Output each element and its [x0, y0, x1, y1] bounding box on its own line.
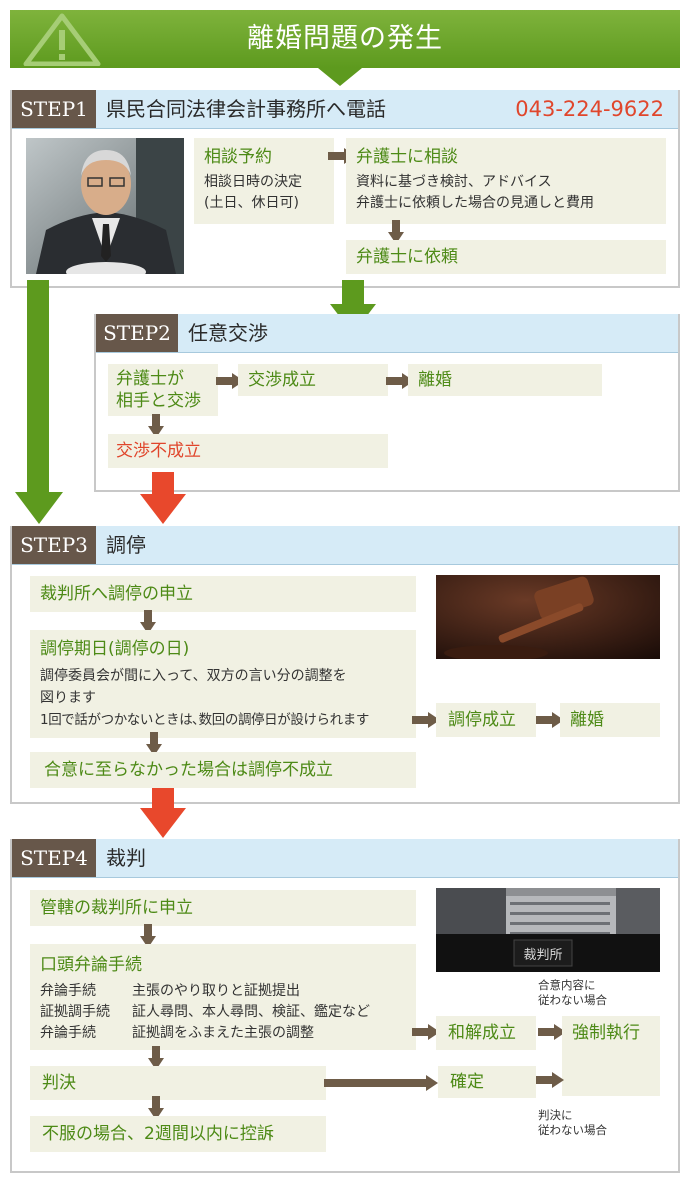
arrow-down-icon	[388, 220, 404, 244]
step1-header: STEP1 県民合同法律会計事務所へ電話 043-224-9622	[12, 90, 678, 129]
step2-title: 任意交渉	[188, 321, 268, 345]
appeal-box: 不服の場合、2週間以内に控訴	[30, 1116, 326, 1152]
lawyer-photo	[26, 138, 184, 274]
negotiation-success-label: 交渉成立	[248, 370, 316, 390]
negotiation-success-box: 交渉成立	[238, 364, 388, 396]
note-judgment: 従わない場合	[538, 1123, 607, 1137]
mediation-failure-box: 合意に至らなかった場合は調停不成立	[30, 752, 416, 788]
gavel-photo	[436, 575, 660, 659]
mediation-apply-box: 裁判所へ調停の申立	[30, 576, 416, 612]
appeal-label: 不服の場合、2週間以内に控訴	[42, 1124, 274, 1144]
page-title: 離婚問題の発生	[247, 23, 443, 54]
judgment-label: 判決	[42, 1073, 76, 1093]
negotiation-failure-box: 交渉不成立	[108, 434, 388, 468]
step1-label: STEP1	[12, 90, 96, 128]
lawyer-consult-title: 弁護士に相談	[356, 147, 458, 167]
negotiate-line: 弁護士が	[116, 369, 184, 389]
phone-number[interactable]: 043-224-9622	[515, 97, 664, 121]
court-sign: 裁判所	[523, 947, 562, 963]
step3-label: STEP3	[12, 526, 96, 564]
lawyer-consult-line: 弁護士に依頼した場合の見通しと費用	[356, 195, 594, 211]
arrow-right-icon	[538, 1024, 566, 1040]
arrow-right-icon	[412, 712, 440, 728]
oral-argument-title: 口頭弁論手続	[40, 955, 142, 975]
enforcement-box: 強制執行	[562, 1016, 660, 1096]
note-judgment: 判決に	[538, 1108, 573, 1122]
warning-icon	[23, 13, 101, 66]
consult-booking-title: 相談予約	[204, 147, 272, 167]
settlement-box: 和解成立	[436, 1016, 536, 1050]
step4-header: STEP4 裁判	[12, 839, 678, 878]
mediation-date-title: 調停期日(調停の日)	[40, 639, 190, 659]
arrow-down-icon	[148, 1046, 164, 1070]
mediation-date-line: 図ります	[40, 690, 96, 706]
arrow-down-icon	[140, 610, 156, 634]
arrow-down-icon	[148, 1096, 164, 1120]
header-banner: 離婚問題の発生	[10, 10, 680, 68]
lawyer-consult-line: 資料に基づき検討、アドバイス	[356, 174, 552, 190]
final-label: 確定	[450, 1072, 484, 1092]
consult-booking-line: (土日、休日可)	[204, 195, 299, 211]
step2-header: STEP2 任意交渉	[96, 314, 678, 353]
step1-title: 県民合同法律会計事務所へ電話	[106, 97, 386, 121]
arrow-right-icon	[536, 1072, 564, 1088]
mediation-success-box: 調停成立	[436, 703, 536, 737]
mediation-divorce-label: 離婚	[570, 710, 604, 730]
negotiate-box: 弁護士が 相手と交渉	[108, 364, 218, 416]
negotiate-line: 相手と交渉	[116, 391, 201, 411]
lawyer-consult-box: 弁護士に相談 資料に基づき検討、アドバイス 弁護士に依頼した場合の見通しと費用	[346, 138, 666, 224]
arrow-down-icon	[140, 924, 156, 948]
courthouse-photo: 裁判所	[436, 888, 660, 972]
mediation-date-line: 1回で話がつかないときは､数回の調停日が設けられます	[40, 712, 369, 728]
arrow-down-icon	[148, 414, 164, 438]
step4-title: 裁判	[106, 846, 146, 870]
court-apply-label: 管轄の裁判所に申立	[40, 898, 193, 918]
enforcement-label: 強制執行	[572, 1023, 640, 1043]
red-arrow-down-icon	[140, 788, 186, 838]
note-settlement: 合意内容に	[538, 978, 596, 992]
step2-label: STEP2	[96, 314, 178, 352]
negotiation-failure-label: 交渉不成立	[116, 441, 201, 461]
arrow-right-icon	[386, 373, 414, 389]
oral-row-desc: 証拠調をふまえた主張の調整	[132, 1025, 314, 1041]
red-arrow-down-icon	[140, 472, 186, 524]
request-lawyer-label: 弁護士に依頼	[356, 247, 458, 267]
settlement-label: 和解成立	[448, 1023, 516, 1043]
consult-booking-box: 相談予約 相談日時の決定 (土日、休日可)	[194, 138, 334, 224]
note-settlement: 従わない場合	[538, 993, 607, 1007]
mediation-apply-label: 裁判所へ調停の申立	[40, 584, 193, 604]
banner-pointer	[318, 68, 362, 86]
oral-row-name: 弁論手続	[40, 1025, 96, 1041]
green-arrow-down-icon	[15, 280, 63, 524]
mediation-date-line: 調停委員会が間に入って、双方の言い分の調整を	[40, 668, 347, 684]
final-box: 確定	[438, 1066, 536, 1098]
oral-row-desc: 主張のやり取りと証拠提出	[132, 983, 300, 999]
mediation-failure-label: 合意に至らなかった場合は調停不成立	[44, 760, 333, 780]
arrow-right-icon	[536, 712, 564, 728]
consult-booking-line: 相談日時の決定	[204, 174, 302, 190]
arrow-down-icon	[146, 732, 162, 756]
request-lawyer-box: 弁護士に依頼	[346, 240, 666, 274]
divorce-box: 離婚	[408, 364, 602, 396]
mediation-success-label: 調停成立	[448, 710, 516, 730]
mediation-date-box: 調停期日(調停の日) 調停委員会が間に入って、双方の言い分の調整を 図ります 1…	[30, 630, 416, 738]
arrow-right-icon	[412, 1024, 440, 1040]
arrow-right-icon	[324, 1075, 438, 1091]
oral-row-name: 証拠調手続	[40, 1004, 110, 1020]
step3-title: 調停	[106, 533, 146, 557]
arrow-right-icon	[216, 373, 244, 389]
step3-header: STEP3 調停	[12, 526, 678, 565]
step4-label: STEP4	[12, 839, 96, 877]
oral-argument-box: 口頭弁論手続 弁論手続 主張のやり取りと証拠提出 証拠調手続 証人尋問、本人尋問…	[30, 944, 416, 1050]
judgment-box: 判決	[30, 1066, 326, 1100]
divorce-label: 離婚	[418, 370, 452, 390]
oral-row-name: 弁論手続	[40, 983, 96, 999]
court-apply-box: 管轄の裁判所に申立	[30, 890, 416, 926]
oral-row-desc: 証人尋問、本人尋問、検証、鑑定など	[132, 1004, 370, 1020]
mediation-divorce-box: 離婚	[560, 703, 660, 737]
